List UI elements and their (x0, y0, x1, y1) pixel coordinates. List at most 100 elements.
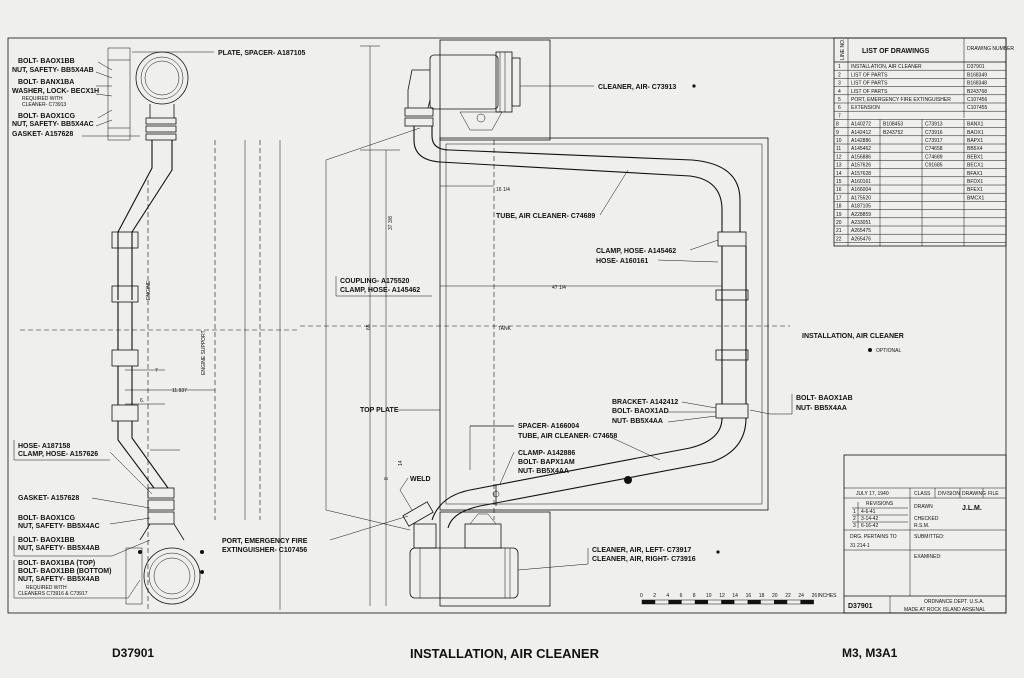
lod-part-a: A175520 (851, 195, 871, 201)
lod-part-c: C73913 (925, 122, 943, 128)
dim-14: 14 (398, 460, 404, 466)
engine-support-label: ENGINE SUPPORT (201, 330, 207, 375)
optional-note: OPTIONAL (876, 348, 902, 354)
dim-37: 37 3/8 (388, 216, 394, 230)
dim-16: 16 1/4 (496, 187, 510, 193)
tb-submitted: SUBMITTED: (914, 534, 944, 540)
callout-port-2: EXTINGUISHER- C107456 (222, 547, 307, 554)
callout-bolt-lower: BOLT- BAOX1CG (18, 515, 76, 522)
callout-bracket: BRACKET- A142412 (612, 399, 678, 406)
lod-part-a: A145462 (851, 146, 871, 152)
callout-bolt-lower-2: BOLT- BAOX1BB (18, 537, 75, 544)
scale-tick: 0 (640, 593, 643, 599)
callout-port-1: PORT, EMERGENCY FIRE (222, 538, 308, 545)
lod-part-d: BEBX1 (967, 154, 983, 160)
callout-bolt-right: BOLT- BAOX1AB (796, 395, 853, 402)
lod-part-no: 22 (836, 236, 842, 242)
callout-nut-lower: NUT, SAFETY- BB5X4AC (18, 523, 100, 530)
lower-plate (439, 511, 551, 607)
scale-tick: 2 (653, 593, 656, 599)
tank-cl-label: TANK (498, 326, 512, 332)
upper-cleaner (429, 54, 499, 110)
dim-7: 7 (155, 368, 158, 374)
callout-cleaner-right: CLEANER, AIR, RIGHT- C73916 (592, 556, 696, 563)
tank-plate-outline (439, 137, 769, 511)
callout-gasket: GASKET- A157628 (12, 131, 73, 138)
lod-part-no: 17 (836, 195, 842, 201)
tb-rev-2-no: 2 (853, 516, 856, 522)
callout-washer: WASHER, LOCK- BECX1H (12, 88, 99, 95)
tb-division: DIVISION (938, 491, 960, 497)
callout-nut-safety: NUT, SAFETY- BB5X4AB (18, 576, 100, 583)
scale-tick: 26 (812, 593, 818, 599)
callout-nut-lower-2: NUT, SAFETY- BB5X4AB (18, 545, 100, 552)
list-of-drawings-table: LINE NO. LIST OF DRAWINGS DRAWING NUMBER… (833, 37, 1014, 247)
callout-nut-lower-main: NUT- BB5X4AA (518, 468, 569, 475)
title-block: JULY 17, 1940 CLASS DIVISION DRAWING FIL… (843, 454, 1007, 614)
lod-row-no: 3 (838, 81, 841, 87)
scale-tick: 24 (798, 593, 804, 599)
lod-row-title: EXTENSION (851, 105, 880, 111)
callout-spacer: SPACER- A166004 (518, 423, 579, 430)
scale-tick: 16 (746, 593, 752, 599)
callout-cleaner-air: CLEANER, AIR- C73913 (598, 84, 676, 91)
tb-rev-1-date: 4-6-41 (861, 509, 876, 515)
lod-row-number: C107456 (967, 97, 988, 103)
lod-part-c: C74658 (925, 146, 943, 152)
tb-drawn-label: DRAWN (914, 504, 933, 510)
callout-bolt-bottom: BOLT- BAOX1BB (BOTTOM) (18, 568, 111, 575)
lod-part-no: 12 (836, 154, 842, 160)
callout-cleaners-lower: CLEANERS C73916 & C73917 (18, 591, 88, 597)
lod-row-number: C107455 (967, 105, 988, 111)
dim-8: 8 (384, 477, 390, 480)
scale-tick: 4 (666, 593, 669, 599)
lod-row-number: B168349 (967, 72, 987, 78)
callout-clamp-hose: CLAMP, HOSE- A145462 (596, 248, 676, 255)
lod-row-no: 7 (838, 113, 841, 119)
lod-part-no: 19 (836, 212, 842, 218)
tb-rev-3-no: 3 (853, 523, 856, 529)
callout-nut-bracket: NUT- BB5X4AA (612, 418, 663, 425)
callout-bolt-2: BOLT- BANX1BA (18, 79, 74, 86)
callout-bolt-top: BOLT- BAOX1BA (TOP) (18, 560, 95, 567)
lod-row-title: LIST OF PARTS (851, 72, 888, 78)
lod-part-a: A156886 (851, 154, 871, 160)
lod-part-a: A142412 (851, 130, 871, 136)
lod-part-no: 11 (836, 146, 841, 152)
scale-unit: INCHES (818, 593, 838, 599)
lod-part-c: C91685 (925, 163, 943, 169)
lod-part-no: 16 (836, 187, 842, 193)
lod-part-a: A265475 (851, 228, 871, 234)
lod-part-d: BAPX1 (967, 138, 983, 144)
tb-revisions-label: REVISIONS (866, 501, 894, 507)
scale-tick: 20 (772, 593, 778, 599)
callout-required-note: REQUIRED WITH (22, 96, 63, 102)
lod-part-no: 14 (836, 171, 842, 177)
upper-left-callouts: BOLT- BAOX1BB NUT, SAFETY- BB5X4AB BOLT-… (12, 58, 140, 138)
scale-tick: 12 (719, 593, 725, 599)
tb-pertains-label: DRG. PERTAINS TO (850, 534, 897, 540)
lower-left-callouts: HOSE- A187158 CLAMP, HOSE- A157626 GASKE… (13, 440, 153, 599)
callout-cleaner-left: CLEANER, AIR, LEFT- C73917 (592, 547, 691, 554)
scale-tick: 14 (732, 593, 738, 599)
tb-pertains: 31 214-1 (850, 543, 870, 549)
callout-cleaner-note: CLEANER- C73913 (22, 102, 66, 108)
footer-drawing-number: D37901 (112, 646, 155, 660)
lod-part-no: 13 (836, 163, 842, 169)
tb-file: FILE (988, 491, 999, 497)
scale-tick: 18 (759, 593, 765, 599)
side-view (20, 47, 300, 610)
lod-row-no: 2 (838, 72, 841, 78)
lod-part-b: B108453 (883, 122, 903, 128)
lod-part-a: A187105 (851, 204, 871, 210)
lod-part-d: BECX1 (967, 163, 984, 169)
plan-view (279, 39, 790, 610)
engine-cl-label: ENGINE (146, 280, 152, 300)
callout-bolt-lower-main: BOLT- BAPX1AM (518, 459, 575, 466)
lod-row-title: LIST OF PARTS (851, 81, 888, 87)
lod-part-d: BFAX1 (967, 171, 983, 177)
lod-row-number: B168348 (967, 81, 987, 87)
lod-header-line: LINE NO. (840, 39, 846, 60)
lod-part-d: BAOX1 (967, 130, 984, 136)
lod-part-a: A166004 (851, 187, 871, 193)
